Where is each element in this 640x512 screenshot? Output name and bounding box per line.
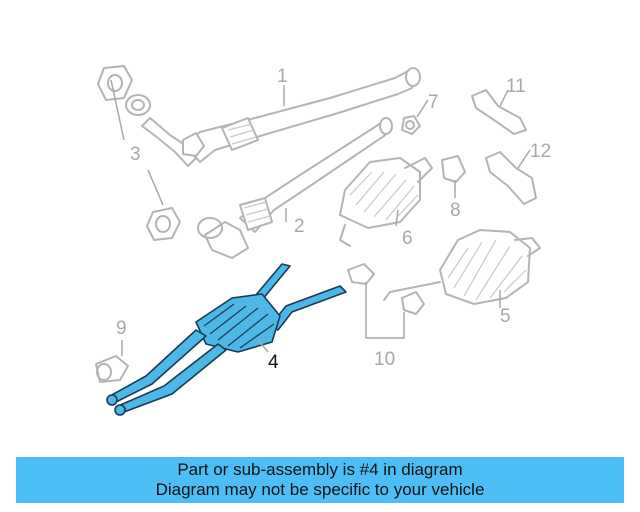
part-5-silencer[interactable] (383, 229, 541, 305)
info-banner: Part or sub-assembly is #4 in diagram Di… (16, 457, 624, 503)
banner-line-part: Part or sub-assembly is #4 in diagram (177, 460, 463, 479)
callout-9: 9 (116, 318, 127, 339)
part-1-front-pipe[interactable] (125, 67, 421, 167)
leader-lines (110, 79, 531, 356)
part-2-pipe[interactable] (197, 117, 393, 259)
callout-3: 3 (130, 144, 141, 165)
part-10-clamps[interactable] (347, 263, 425, 315)
callout-7: 7 (428, 92, 439, 113)
callout-10: 10 (374, 349, 395, 370)
gasket-top-left[interactable] (97, 65, 133, 101)
part-9-clamp[interactable] (95, 355, 129, 383)
callout-2: 2 (294, 216, 305, 237)
callout-4: 4 (268, 352, 279, 373)
part-11-hanger[interactable] (471, 89, 527, 135)
callout-12: 12 (530, 141, 551, 162)
callout-6: 6 (402, 228, 413, 249)
callout-5: 5 (500, 306, 511, 327)
part-8-bracket[interactable] (441, 155, 466, 183)
part-3-gaskets[interactable] (146, 132, 205, 241)
part-4-center-muffler[interactable] (106, 263, 347, 416)
callout-8: 8 (450, 200, 461, 221)
part-7-clamp[interactable] (401, 115, 421, 135)
part-12-hanger[interactable] (485, 151, 537, 205)
callout-11: 11 (506, 76, 526, 97)
part-6-silencer[interactable] (339, 157, 433, 247)
callout-1: 1 (277, 66, 288, 87)
banner-line-disclaimer: Diagram may not be specific to your vehi… (155, 480, 485, 499)
exhaust-parts-diagram: 1 2 3 4 5 6 7 8 9 10 11 12 (95, 65, 551, 416)
